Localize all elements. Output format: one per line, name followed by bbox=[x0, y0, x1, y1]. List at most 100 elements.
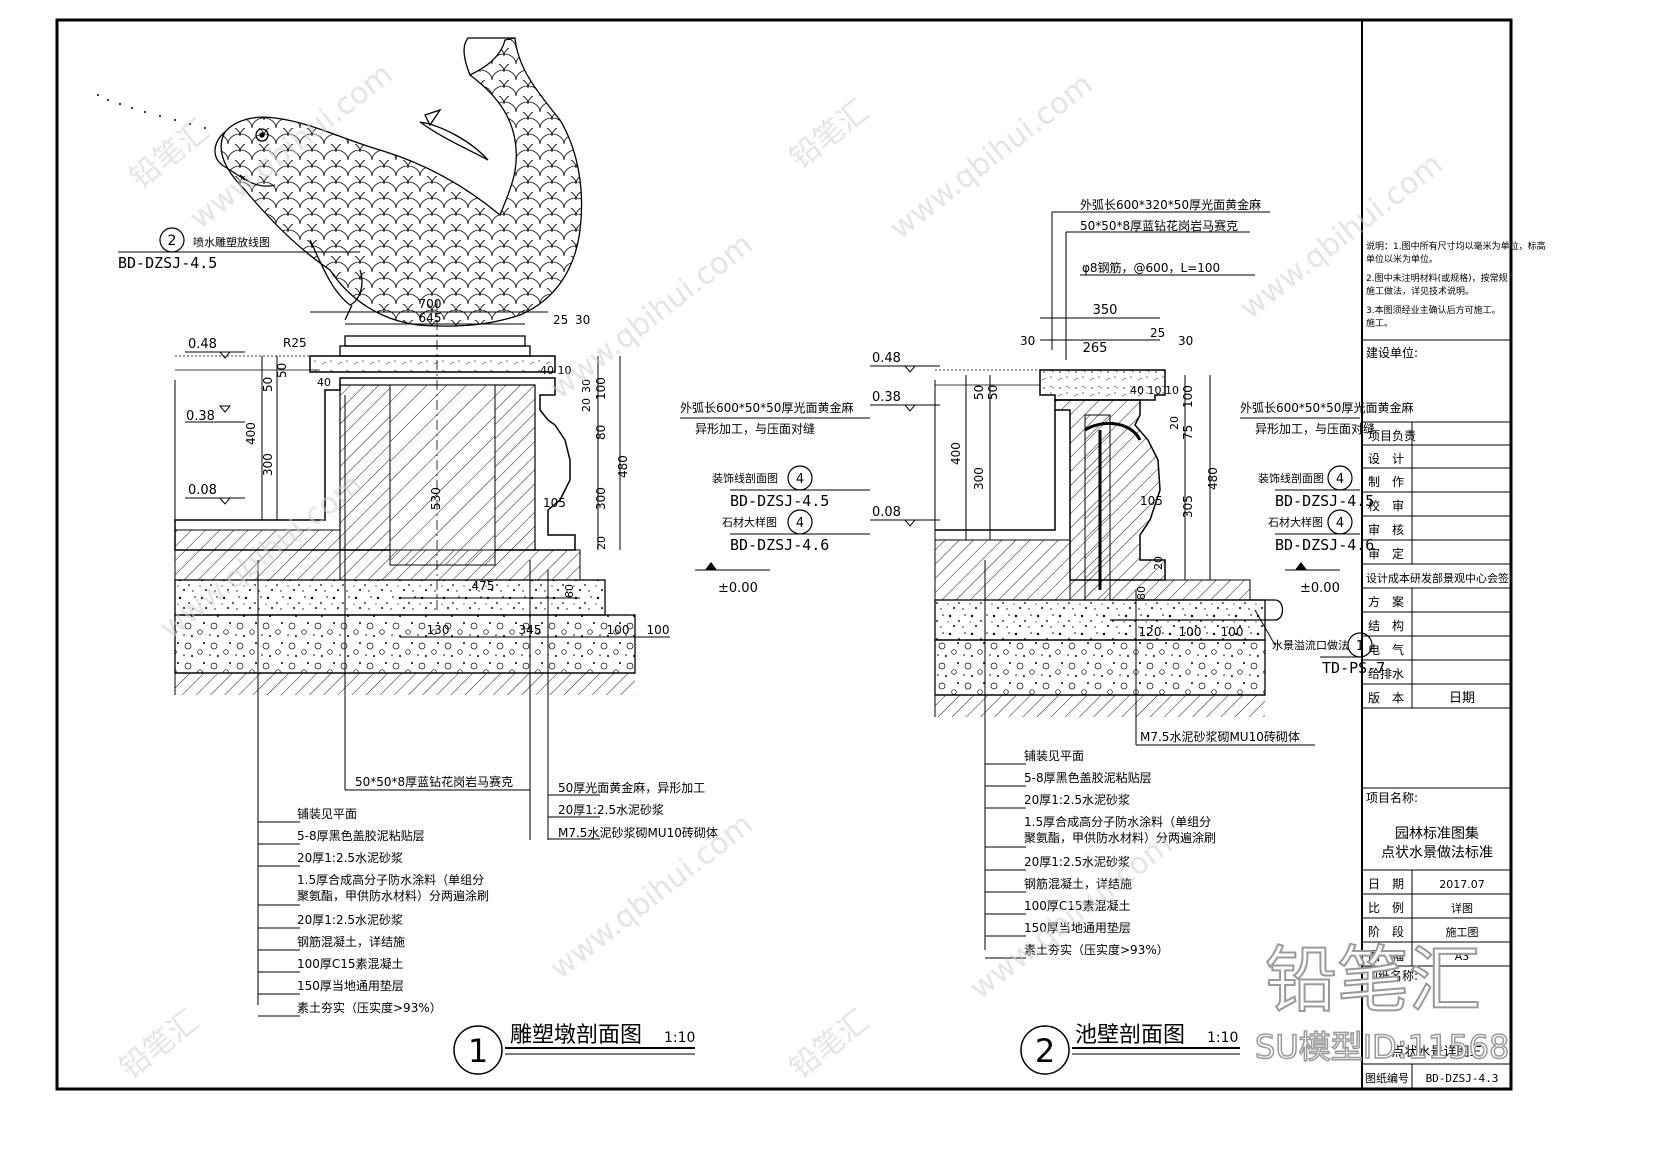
dim2-4010: 40 10 10 bbox=[1130, 384, 1179, 397]
dim-300b: 300 bbox=[594, 487, 608, 510]
dim2-305: 305 bbox=[1181, 495, 1195, 518]
dim-400: 400 bbox=[244, 422, 258, 445]
section2-title: 池壁剖面图 bbox=[1075, 1023, 1185, 1048]
dim-80: 80 bbox=[594, 425, 608, 440]
tb-note-1: 单位以米为单位。 bbox=[1366, 253, 1438, 265]
tb-t1: 比 例 bbox=[1368, 901, 1404, 915]
layer-1-7: 100厚C15素混凝土 bbox=[297, 956, 404, 971]
ref2-b-label: 石材大样图 bbox=[1268, 515, 1323, 529]
ref-spray-label: 喷水雕塑放线图 bbox=[193, 235, 270, 249]
tb-r1: 设 计 bbox=[1368, 452, 1404, 466]
dim-480: 480 bbox=[616, 455, 630, 478]
ref-a-code: BD-DZSJ-4.5 bbox=[730, 492, 829, 510]
fish-sculpture bbox=[214, 37, 583, 327]
dim2-400: 400 bbox=[949, 442, 963, 465]
dim2-300: 300 bbox=[972, 467, 986, 490]
ref-a-num: 4 bbox=[796, 472, 804, 487]
title-block-notes: 说明：1.图中所有尺寸均以毫米为单位，标高 单位以米为单位。 2.图中未注明材料… bbox=[1366, 240, 1546, 329]
tb-s3: 给排水 bbox=[1368, 667, 1404, 681]
tb-project-label: 项目名称: bbox=[1366, 790, 1418, 805]
ref2-c-label: 水景溢流口做法 bbox=[1272, 638, 1349, 652]
level-008: 0.08 bbox=[188, 483, 217, 498]
tb-r2: 制 作 bbox=[1368, 475, 1404, 489]
dim-25: 25 bbox=[553, 313, 568, 327]
dim2-265: 265 bbox=[1083, 341, 1108, 356]
tb-s1: 结 构 bbox=[1368, 618, 1404, 633]
layer-2-3: 1.5厚合成高分子防水涂料（单组分 bbox=[1024, 814, 1211, 829]
layer-2-9: 素土夯实（压实度>93%） bbox=[1024, 942, 1169, 957]
section2-scale: 1:10 bbox=[1207, 1030, 1238, 1046]
tb-note-5: 施工。 bbox=[1366, 317, 1393, 329]
layer-2-4: 聚氨酯，甲供防水材料）分两遍涂刷 bbox=[1024, 830, 1216, 845]
dim2-100b: 100 bbox=[1179, 625, 1202, 639]
tb-t2: 阶 段 bbox=[1368, 924, 1404, 939]
level2-008: 0.08 bbox=[872, 505, 901, 520]
dim2-50a: 50 bbox=[972, 385, 986, 400]
level-marks-1 bbox=[185, 351, 245, 505]
sheet-border-outer bbox=[55, 18, 1513, 1091]
wm-brand-3: 铅笔汇 bbox=[113, 1003, 205, 1086]
dim-645: 645 bbox=[419, 311, 442, 325]
section-2-pool-wall: 外弧长600*320*50厚光面黄金麻 50*50*8厚蓝钻花岗岩马赛克 φ8钢… bbox=[870, 197, 1413, 1075]
tb-dname: 点状水景详图三 bbox=[1391, 1045, 1482, 1060]
ref-spray-code: BD-DZSJ-4.5 bbox=[118, 254, 217, 272]
dim-105: 105 bbox=[543, 496, 566, 510]
tb-project-1: 园林标准图集 bbox=[1395, 825, 1479, 842]
tb-dname-label: 图纸名称: bbox=[1366, 968, 1418, 983]
dim2-105: 105 bbox=[1140, 494, 1163, 508]
tb-rows-3: 日 期 2017.07 比 例 详图 阶 段 施工图 图 幅 A3 bbox=[1368, 877, 1485, 963]
dim2-80: 80 bbox=[1135, 586, 1148, 600]
dim-50b: 50 bbox=[275, 363, 289, 378]
layer-1-1: 5-8厚黑色盖胶泥粘贴层 bbox=[297, 828, 425, 843]
tb-rows-1: 项目负责 设 计 制 作 校 审 审 核 审 定 bbox=[1368, 429, 1416, 561]
dim2-30b: 30 bbox=[1020, 334, 1035, 348]
layer-2-7: 100厚C15素混凝土 bbox=[1024, 898, 1131, 913]
layer-1-6: 钢筋混凝土，详结施 bbox=[297, 934, 405, 949]
section-1-sculpture-pier: 2 喷水雕塑放线图 BD-DZSJ-4.5 700 645 25 30 R25 bbox=[97, 37, 870, 1075]
tb-r5: 审 定 bbox=[1368, 546, 1404, 561]
dim-300: 300 bbox=[261, 453, 275, 476]
section1-title: 雕塑墩剖面图 bbox=[510, 1023, 642, 1048]
dim-50a: 50 bbox=[261, 377, 275, 392]
level-000: ±0.00 bbox=[718, 581, 758, 596]
ref2-b-code: BD-DZSJ-4.6 bbox=[1275, 536, 1374, 554]
layer-1-9: 素土夯实（压实度>93%） bbox=[297, 1000, 442, 1015]
dim-4010: 40 10 bbox=[540, 364, 572, 377]
level-048: 0.48 bbox=[188, 337, 217, 352]
note-top3: φ8钢筋，@600，L=100 bbox=[1082, 260, 1220, 275]
tb-t0v: 2017.07 bbox=[1439, 878, 1485, 891]
note-r3: M7.5水泥砂浆砌MU10砖砌体 bbox=[558, 825, 718, 840]
level-marks-2 bbox=[870, 365, 940, 527]
dim-20: 20 bbox=[580, 398, 593, 412]
dim2-75: 75 bbox=[1181, 425, 1195, 440]
dim-700: 700 bbox=[419, 297, 442, 311]
dim2-20: 20 bbox=[1168, 416, 1181, 430]
ref2-a-num: 4 bbox=[1336, 472, 1344, 487]
ref2-c-num: 1 bbox=[1356, 639, 1364, 654]
dim2-50b: 50 bbox=[986, 385, 1000, 400]
dim2-20b: 20 bbox=[1152, 556, 1165, 570]
tb-t0: 日 期 bbox=[1368, 877, 1404, 891]
ref2-b-num: 4 bbox=[1336, 516, 1344, 531]
level2-038: 0.38 bbox=[872, 390, 901, 405]
tb-rows-2: 方 案 结 构 电 气 给排水 版 本 日期 bbox=[1368, 594, 1475, 706]
dim-30: 30 bbox=[575, 313, 590, 327]
layer-list-1: 铺装见平面 5-8厚黑色盖胶泥粘贴层 20厚1:2.5水泥砂浆 1.5厚合成高分… bbox=[297, 807, 489, 1015]
tb-dno: BD-DZSJ-4.3 bbox=[1426, 1072, 1499, 1085]
tb-s0: 方 案 bbox=[1368, 594, 1404, 609]
layer-1-4: 聚氨酯，甲供防水材料）分两遍涂刷 bbox=[297, 888, 489, 903]
dim-100c: 100 bbox=[647, 623, 670, 637]
note-r1: 50厚光面黄金麻，异形加工 bbox=[558, 780, 705, 795]
ref-b-num: 4 bbox=[796, 516, 804, 531]
note-r2: 20厚1:2.5水泥砂浆 bbox=[558, 802, 664, 817]
dim-100: 100 bbox=[594, 377, 608, 400]
tb-s2: 电 气 bbox=[1368, 642, 1404, 657]
water-spray bbox=[97, 94, 206, 129]
tb-dno-label: 图纸编号 bbox=[1365, 1071, 1409, 1085]
tb-client-label: 建设单位: bbox=[1366, 345, 1418, 360]
dim2-100: 100 bbox=[1181, 385, 1195, 408]
layer-1-5: 20厚1:2.5水泥砂浆 bbox=[297, 912, 403, 927]
dim-r25: R25 bbox=[283, 336, 307, 350]
wm-brand-2: 铅笔汇 bbox=[783, 93, 875, 176]
